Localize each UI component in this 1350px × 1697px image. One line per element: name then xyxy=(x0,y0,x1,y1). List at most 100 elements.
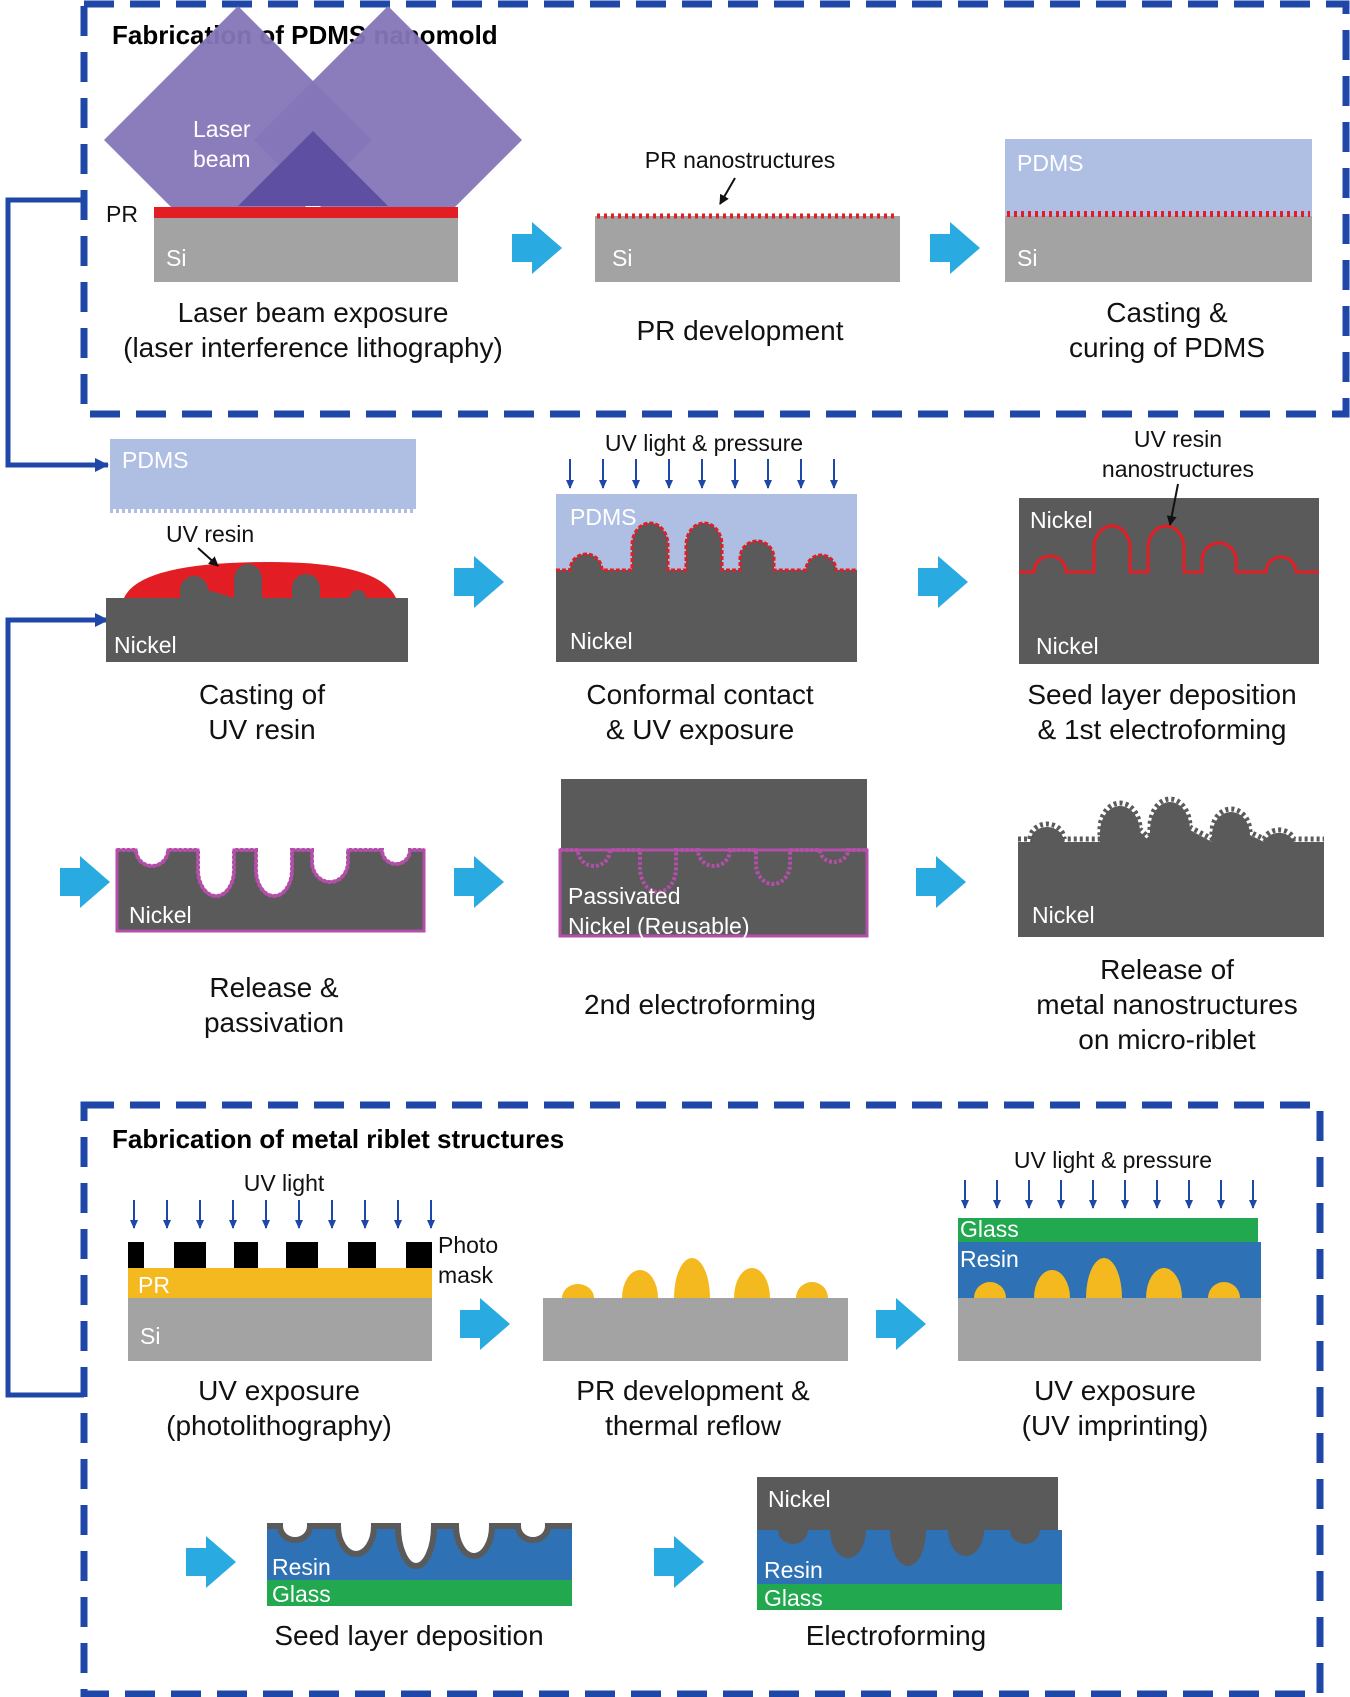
laser-label: Laser xyxy=(193,116,251,142)
uv-arrow-icon xyxy=(566,459,838,489)
step-caption: thermal reflow xyxy=(605,1410,782,1441)
glass-label: Glass xyxy=(764,1585,823,1611)
si-substrate xyxy=(128,1298,432,1361)
nickel-label: Nickel xyxy=(570,628,633,654)
step-casting-uv-resin: UV resin PDMS Nickel Casting of UV resin xyxy=(106,439,416,745)
si-label: Si xyxy=(140,1323,160,1349)
pr-reflowed-microlenses xyxy=(562,1258,828,1298)
si-label: Si xyxy=(166,245,186,271)
process-arrow-icon xyxy=(454,856,504,908)
process-arrow-icon xyxy=(60,856,110,908)
photomask-label: Photo xyxy=(438,1232,498,1258)
pdms-label: PDMS xyxy=(570,504,636,530)
process-arrow-icon xyxy=(460,1298,510,1350)
step-caption: Seed layer deposition xyxy=(274,1620,543,1651)
annotation-label: UV resin xyxy=(1134,426,1222,452)
pr-layer xyxy=(128,1268,432,1298)
step-conformal-contact: UV light & pressure PDMS Nickel Conforma… xyxy=(556,430,857,745)
process-arrow-icon xyxy=(916,856,966,908)
si-substrate xyxy=(154,216,458,282)
uv-label: UV light & pressure xyxy=(1014,1147,1212,1173)
step-caption: Seed layer deposition xyxy=(1027,679,1296,710)
step-caption: (photolithography) xyxy=(166,1410,392,1441)
resin-label: Resin xyxy=(764,1557,823,1583)
nickel-label: Nickel xyxy=(114,632,177,658)
step-caption: & UV exposure xyxy=(606,714,794,745)
step-electroforming: Nickel Resin Glass Electroforming xyxy=(757,1477,1062,1651)
pr-microlenses xyxy=(974,1258,1240,1298)
nickel-riblet xyxy=(556,523,857,662)
seed-layer xyxy=(267,1523,572,1569)
step-caption: Electroforming xyxy=(806,1620,987,1651)
uv-label: UV light xyxy=(244,1170,325,1196)
step-caption: UV exposure xyxy=(198,1375,360,1406)
section-title-metal-riblet: Fabrication of metal riblet structures xyxy=(112,1124,564,1154)
passivated-label: Nickel (Reusable) xyxy=(568,913,750,939)
step-release-metal-nanostructures: Nickel Release of metal nanostructures o… xyxy=(1018,796,1324,1055)
step-caption: PR development xyxy=(636,315,843,346)
uv-resin-nanostructures xyxy=(1019,524,1319,574)
photomask-label: mask xyxy=(438,1262,493,1288)
glass-layer xyxy=(757,1584,1062,1610)
step-caption: Release & xyxy=(209,972,339,1003)
glass-label: Glass xyxy=(960,1216,1019,1242)
resin-label: Resin xyxy=(960,1246,1019,1272)
step-caption: curing of PDMS xyxy=(1069,332,1265,363)
step-caption: Casting of xyxy=(199,679,325,710)
nickel-riblet xyxy=(106,564,408,662)
uv-label: UV light & pressure xyxy=(605,430,803,456)
uv-arrow-icon xyxy=(130,1200,435,1229)
section-frame-pdms-nanomold xyxy=(80,0,1350,418)
step-casting-pdms: PDMS Si Casting & curing of PDMS xyxy=(1005,139,1312,363)
step-photolithography: UV light Photo mask PR Si UV exposure (p… xyxy=(128,1170,498,1441)
resin-label: Resin xyxy=(272,1554,331,1580)
step-pr-development-reflow: PR development & thermal reflow xyxy=(543,1258,848,1441)
si-substrate xyxy=(595,216,900,282)
pdms-label: PDMS xyxy=(122,447,188,473)
process-arrow-icon xyxy=(186,1536,236,1588)
step-uv-imprinting: UV light & pressure Glass Resin UV expos… xyxy=(958,1147,1261,1441)
nickel-electroformed xyxy=(757,1477,1058,1566)
step-caption: on micro-riblet xyxy=(1078,1024,1256,1055)
step-caption: passivation xyxy=(204,1007,344,1038)
pdms-mold xyxy=(110,439,416,509)
uv-arrow-icon xyxy=(961,1180,1257,1209)
step-laser-exposure: Laser beam PR Si Laser beam exposure (la… xyxy=(104,6,522,363)
laser-label: beam xyxy=(193,146,251,172)
nickel-label: Nickel xyxy=(1036,633,1099,659)
step-caption: & 1st electroforming xyxy=(1038,714,1287,745)
process-arrow-icon xyxy=(454,556,504,608)
nickel-label: Nickel xyxy=(768,1486,831,1512)
section-frame-metal-riblet xyxy=(80,1101,1324,1697)
step-2nd-electroforming: Passivated Nickel (Reusable) 2nd electro… xyxy=(558,779,869,1020)
process-arrow-icon xyxy=(930,222,980,274)
process-arrow-icon xyxy=(918,556,968,608)
laser-overlap xyxy=(238,131,388,206)
nickel-label: Nickel xyxy=(1032,902,1095,928)
process-arrows xyxy=(60,222,980,1588)
pdms-label: PDMS xyxy=(1017,150,1083,176)
step-caption: UV exposure xyxy=(1034,1375,1196,1406)
nickel-nanostructured-riblet xyxy=(1018,802,1324,937)
glass-layer xyxy=(267,1580,572,1606)
pr-label: PR xyxy=(138,1272,170,1298)
pdms-layer xyxy=(1005,139,1312,216)
si-label: Si xyxy=(612,245,632,271)
section-title-pdms-nanomold: Fabrication of PDMS nanomold xyxy=(112,20,498,50)
step-seed-layer-1st-electroforming: UV resin nanostructures Nickel Nickel Se… xyxy=(1019,426,1319,745)
resin-label: UV resin xyxy=(166,521,254,547)
si-substrate xyxy=(543,1298,848,1361)
step-caption: Casting & xyxy=(1106,297,1228,328)
si-substrate xyxy=(958,1298,1261,1361)
pr-layer xyxy=(154,207,458,218)
step-seed-layer-deposition: Resin Glass Seed layer deposition xyxy=(267,1523,572,1651)
step-caption: Conformal contact xyxy=(586,679,813,710)
glass-layer xyxy=(958,1218,1258,1242)
photomask xyxy=(128,1242,432,1268)
step-caption: UV resin xyxy=(208,714,315,745)
step-release-passivation: Nickel Release & passivation xyxy=(115,848,426,1038)
nickel-label: Nickel xyxy=(1030,507,1093,533)
step-caption: 2nd electroforming xyxy=(584,989,816,1020)
pr-label: PR xyxy=(106,201,138,227)
